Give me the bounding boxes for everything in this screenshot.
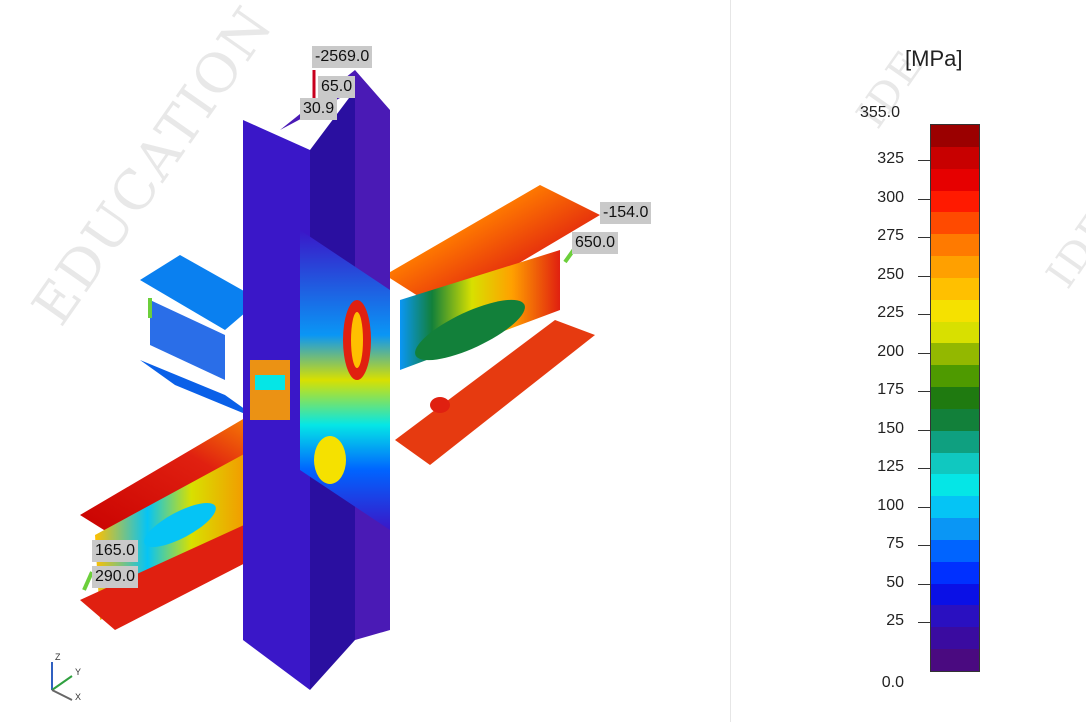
legend-color-band <box>931 430 979 454</box>
right-beam-moment-label: 650.0 <box>572 232 619 254</box>
legend-tick-mark <box>918 314 930 315</box>
legend-color-band <box>931 518 979 541</box>
legend-tick-mark <box>918 506 930 508</box>
legend-tick-label: 50 <box>886 573 904 591</box>
legend-color-band <box>931 234 979 257</box>
connection-model[interactable]: Z Y X <box>0 0 730 722</box>
legend-color-band <box>931 408 979 432</box>
legend-color-band <box>931 125 979 148</box>
legend-tick-label: 225 <box>877 304 904 321</box>
watermark-text: IDE <box>1038 201 1086 297</box>
legend-tick-label: 150 <box>877 419 904 437</box>
legend-color-band <box>931 474 979 497</box>
legend-color-band <box>931 627 979 650</box>
axis-z-label: Z <box>55 652 61 662</box>
legend-tick-mark <box>918 583 930 585</box>
axis-triad: Z Y X <box>51 652 81 702</box>
legend-tick-mark <box>918 622 930 623</box>
legend-color-band <box>931 343 979 366</box>
legend-tick-mark <box>918 160 930 161</box>
legend-color-band <box>931 496 979 519</box>
legend-max-label: 355.0 <box>859 104 900 121</box>
legend-tick-label: 325 <box>877 150 904 167</box>
legend-color-band <box>931 539 979 563</box>
legend-color-band <box>931 605 979 628</box>
legend-color-band <box>931 277 979 301</box>
axis-x-label: X <box>75 692 81 702</box>
legend-color-band <box>931 583 979 606</box>
legend-tick-label: 250 <box>877 265 904 283</box>
column-axial-label: -2569.0 <box>312 46 373 68</box>
legend-color-band <box>931 321 979 344</box>
legend-tick-label: 175 <box>877 381 904 398</box>
legend-tick-mark <box>918 198 930 200</box>
legend-color-band <box>931 365 979 388</box>
left-beam-moment-label: 290.0 <box>92 566 139 588</box>
legend-color-band <box>931 387 979 410</box>
legend-color-band <box>931 146 979 170</box>
legend-color-band <box>931 256 979 279</box>
left-beam-shear-label: 165.0 <box>92 540 139 562</box>
legend-tick-mark <box>918 468 930 469</box>
legend-tick-label: 200 <box>877 342 904 360</box>
legend-color-band <box>931 452 979 475</box>
legend-tick-label: 275 <box>877 227 904 244</box>
legend-tick-label: 125 <box>877 458 904 475</box>
right-beam[interactable] <box>385 185 600 465</box>
color-scale-bar <box>930 124 980 672</box>
axis-y-label: Y <box>75 667 81 677</box>
legend-tick-mark <box>918 545 930 546</box>
legend-color-band <box>931 299 979 323</box>
legend-tick-mark <box>918 391 930 392</box>
legend-color-band <box>931 190 979 213</box>
legend-color-band <box>931 168 979 191</box>
legend-color-band <box>931 649 979 672</box>
legend-min-label: 0.0 <box>881 674 904 691</box>
legend-color-band <box>931 561 979 585</box>
legend-tick-label: 25 <box>886 612 904 629</box>
legend-tick-label: 75 <box>886 535 904 552</box>
legend-tick-mark <box>918 237 930 238</box>
legend-tick-label: 100 <box>877 496 904 514</box>
model-viewport[interactable]: EDUCATION <box>0 0 731 722</box>
legend-tick-mark <box>918 275 930 277</box>
column-moment-label: 30.9 <box>300 98 338 120</box>
legend-tick-label: 300 <box>877 188 904 206</box>
legend-tick-mark <box>918 352 930 354</box>
back-left-beam[interactable] <box>140 255 260 420</box>
column-shear-label: 65.0 <box>318 76 356 98</box>
legend-color-band <box>931 212 979 235</box>
legend-tick-mark <box>918 429 930 431</box>
right-beam-axial-label: -154.0 <box>600 202 652 224</box>
legend-unit: [MPa] <box>905 46 963 71</box>
stress-legend-panel: IDE IDE <box>738 0 1086 722</box>
column[interactable] <box>243 70 390 690</box>
load-arrows <box>82 70 577 591</box>
left-beam[interactable] <box>80 415 290 630</box>
